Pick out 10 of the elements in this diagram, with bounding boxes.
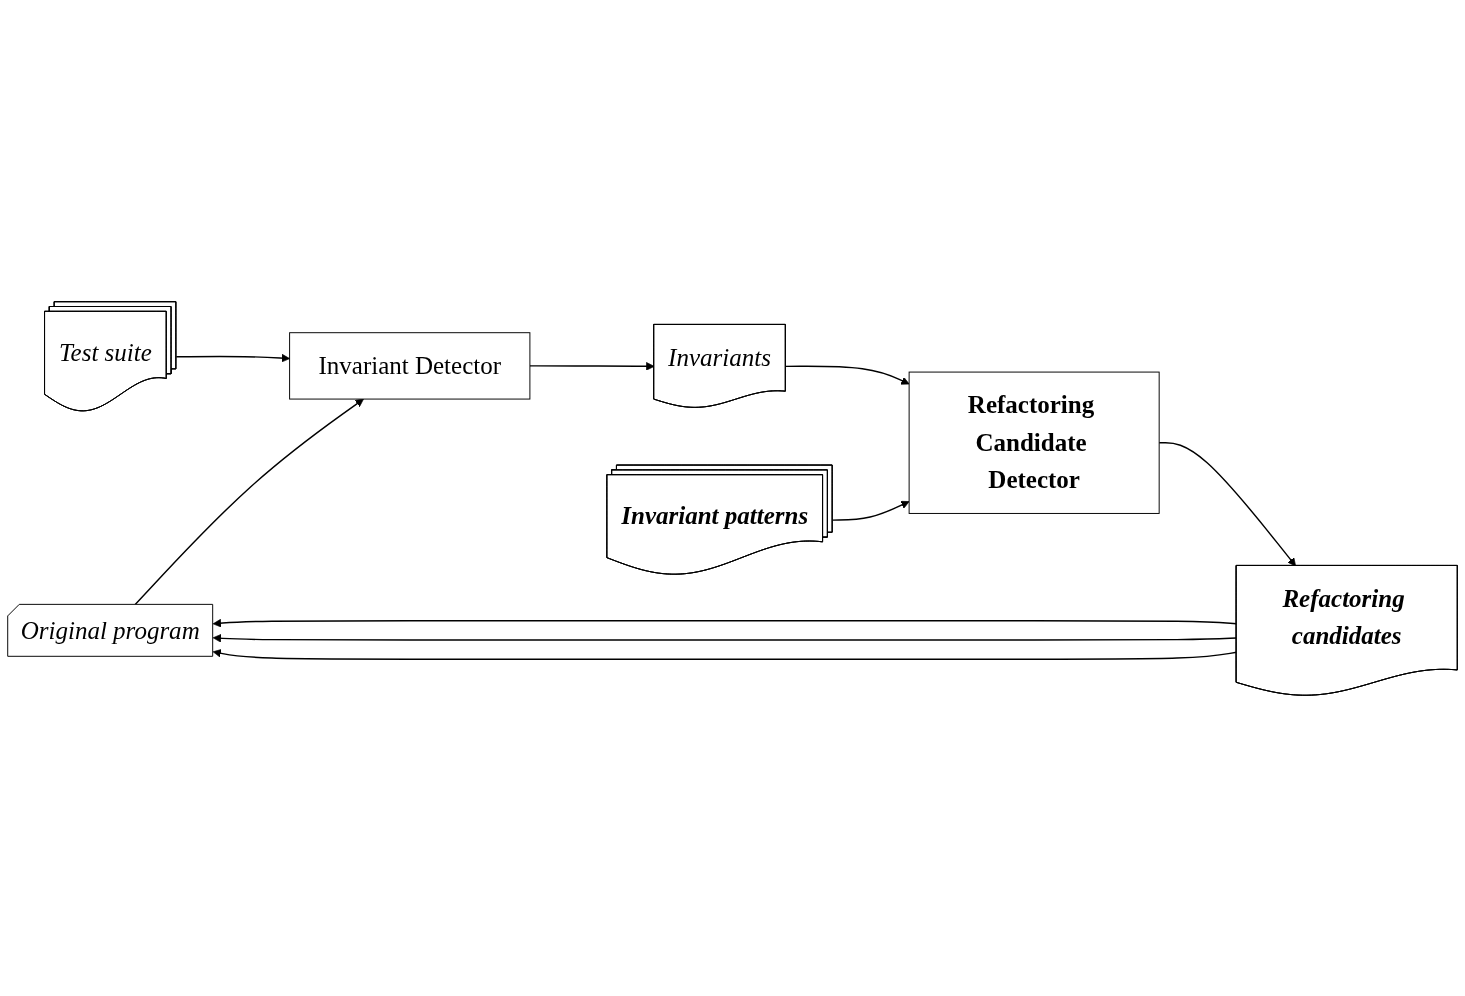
arrow (175, 353, 290, 362)
arrow (831, 500, 910, 521)
arrow (212, 648, 1238, 660)
arrow (529, 361, 655, 371)
arrow (1158, 441, 1296, 566)
arrow (785, 365, 910, 385)
node-box: Invariant Detector (289, 331, 531, 400)
node-box: Refactoring Candidate Detector (908, 371, 1160, 514)
arrow (212, 618, 1238, 627)
arrow (212, 633, 1238, 642)
